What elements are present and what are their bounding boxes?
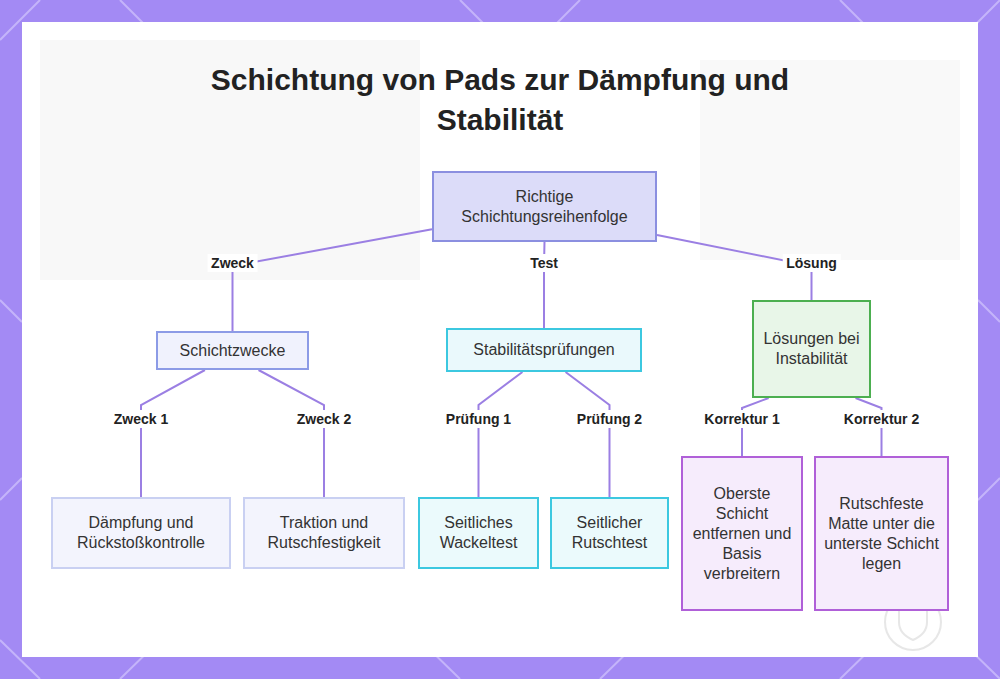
edge-label: Prüfung 2 [573, 410, 646, 428]
leaf-box: Seitliches Wackeltest [418, 497, 539, 569]
node-text: Lösungen bei Instabilität [754, 329, 869, 369]
node-text: Rutschfeste Matte unter die unterste Sch… [816, 494, 947, 574]
edge-label: Zweck [207, 254, 258, 272]
root-box: Richtige Schichtungsreihenfolge [432, 171, 657, 242]
edge-label: Prüfung 1 [442, 410, 515, 428]
connector-line [259, 370, 324, 497]
connector-line [233, 229, 433, 331]
edge-label: Zweck 2 [293, 410, 355, 428]
connector-line [566, 372, 610, 497]
node-text: Oberste Schicht entfernen und Basis verb… [683, 484, 801, 584]
leaf-box: Oberste Schicht entfernen und Basis verb… [681, 456, 803, 611]
category-box: Stabilitätsprüfungen [446, 328, 642, 372]
connector-line [141, 370, 205, 497]
edge-label: Zweck 1 [110, 410, 172, 428]
background-blur-shapes [40, 40, 960, 280]
node-text: Schichtzwecke [173, 341, 293, 361]
node-text: Seitliches Wackeltest [420, 513, 537, 553]
node-text: Richtige Schichtungsreihenfolge [434, 187, 655, 227]
leaf-box: Dämpfung und Rückstoßkontrolle [51, 497, 231, 569]
node-text: Traktion und Rutschfestigkeit [245, 513, 403, 553]
edge-label: Lösung [782, 254, 841, 272]
diagram-title: Schichtung von Pads zur Dämpfung und Sta… [170, 60, 830, 140]
node-text: Dämpfung und Rückstoßkontrolle [53, 513, 229, 553]
leaf-box: Traktion und Rutschfestigkeit [243, 497, 405, 569]
category-box: Schichtzwecke [156, 331, 309, 370]
edge-label: Korrektur 1 [700, 410, 783, 428]
edge-label: Korrektur 2 [840, 410, 923, 428]
category-box: Lösungen bei Instabilität [752, 300, 871, 398]
connector-line [479, 372, 523, 497]
node-text: Seitlicher Rutschtest [552, 513, 667, 553]
leaf-box: Rutschfeste Matte unter die unterste Sch… [814, 456, 949, 611]
edge-label: Test [526, 254, 562, 272]
leaf-box: Seitlicher Rutschtest [550, 497, 669, 569]
node-text: Stabilitätsprüfungen [466, 340, 621, 360]
